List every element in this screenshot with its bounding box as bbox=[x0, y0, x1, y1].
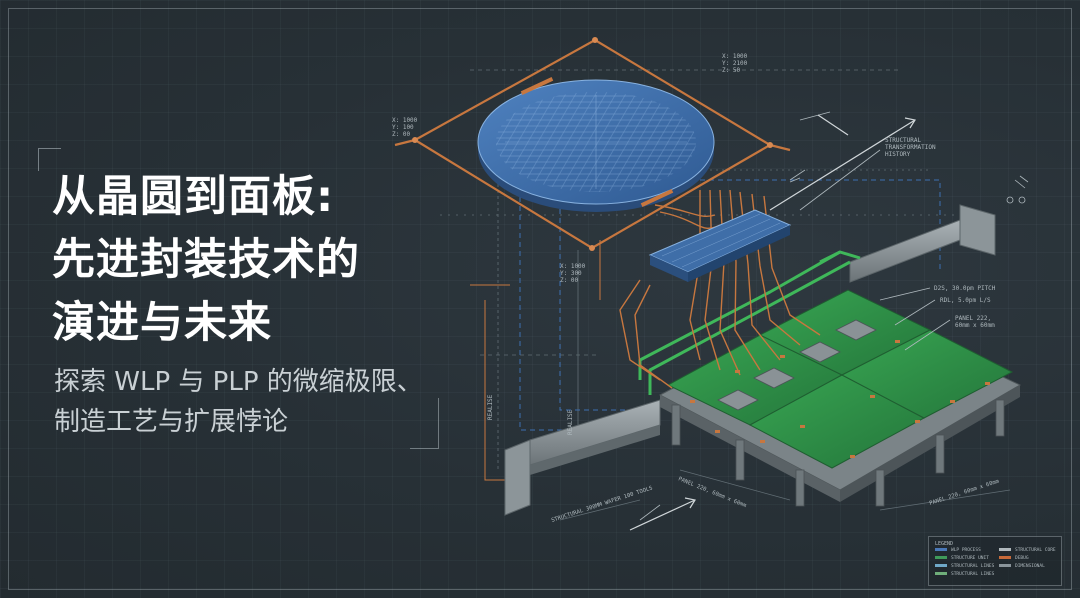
svg-text:Z: 00: Z: 00 bbox=[392, 131, 410, 138]
pitch-notes: D2S, 30.0pm PITCH RDL, 5.0pm L/S PANEL 2… bbox=[934, 285, 996, 329]
svg-text:X: 1000: X: 1000 bbox=[560, 263, 586, 270]
subtitle-line-2: 制造工艺与扩展悖论 bbox=[54, 407, 289, 437]
legend-swatch bbox=[935, 548, 947, 551]
vertical-notes: REALISE REALISE bbox=[487, 394, 574, 435]
marker-glyphs bbox=[789, 175, 1029, 204]
legend-swatch bbox=[999, 548, 1011, 551]
bottom-notes: STRUCTURAL 300MM WAFER 100 TOOLS PANEL 2… bbox=[551, 476, 1001, 524]
svg-text:REALISE: REALISE bbox=[567, 409, 574, 435]
legend-swatch bbox=[935, 572, 947, 575]
svg-text:Z: 00: Z: 00 bbox=[560, 277, 578, 284]
subtitle-line-1: 探索 WLP 与 PLP 的微缩极限、 bbox=[54, 367, 423, 397]
legend-label: WLP PROCESS bbox=[951, 547, 981, 553]
svg-text:PANEL 220, 60mm x 60mm: PANEL 220, 60mm x 60mm bbox=[929, 478, 1001, 506]
dies-on-panel bbox=[717, 319, 877, 411]
legend-label: STRUCTURE UNIT bbox=[951, 555, 989, 561]
wafer-frame-joints bbox=[412, 37, 773, 251]
svg-text:Y: 100: Y: 100 bbox=[392, 124, 414, 131]
svg-text:60mm x 60mm: 60mm x 60mm bbox=[955, 322, 995, 329]
svg-text:Z: 50: Z: 50 bbox=[722, 67, 740, 74]
direction-arrows bbox=[629, 114, 916, 531]
svg-text:X: 1000: X: 1000 bbox=[392, 117, 418, 124]
passive-components bbox=[690, 340, 990, 458]
corner-bracket-decoration bbox=[38, 148, 61, 171]
svg-text:PANEL 220, 60mm x 60mm: PANEL 220, 60mm x 60mm bbox=[677, 476, 747, 509]
corner-bracket-decoration-bottom bbox=[410, 398, 439, 449]
title-line-3: 演进与未来 bbox=[52, 298, 272, 348]
svg-text:D2S, 30.0pm PITCH: D2S, 30.0pm PITCH bbox=[934, 285, 996, 292]
legend-label: STRUCTURAL CORE bbox=[1015, 547, 1056, 553]
copper-traces bbox=[619, 189, 821, 389]
legend-swatch bbox=[935, 556, 947, 559]
leader-lines bbox=[639, 111, 951, 521]
svg-text:PANEL 222,: PANEL 222, bbox=[955, 315, 991, 322]
legend-title: LEGEND bbox=[935, 541, 953, 547]
wafer-dims-top: X: 1000 Y: 2100 Z: 50 bbox=[722, 53, 748, 74]
interposer-dims: X: 1000 Y: 300 Z: 00 bbox=[560, 263, 586, 284]
legend-label: STRUCTURAL LINES bbox=[951, 571, 995, 577]
page-title: 从晶圆到面板: 先进封装技术的 演进与未来 bbox=[52, 166, 360, 355]
green-rails bbox=[638, 250, 861, 395]
legend-items: WLP PROCESS STRUCTURE UNIT STRUCTURAL LINE… bbox=[935, 547, 1056, 577]
legend-label: STRUCTURAL LINES bbox=[951, 563, 995, 569]
svg-text:TRANSFORMATION: TRANSFORMATION bbox=[885, 144, 936, 151]
svg-text:Y: 300: Y: 300 bbox=[560, 270, 582, 277]
legend-swatch bbox=[935, 564, 947, 567]
silicon-wafer bbox=[477, 77, 715, 212]
svg-text:X: 1000: X: 1000 bbox=[722, 53, 748, 60]
legend-graphic: LEGEND WLP PROCESS STRUCTURE UNIT STRUCTUR… bbox=[935, 541, 1056, 577]
title-line-1: 从晶圆到面板: bbox=[52, 172, 335, 222]
page-subtitle: 探索 WLP 与 PLP 的微缩极限、 制造工艺与扩展悖论 bbox=[54, 362, 423, 442]
svg-text:REALISE: REALISE bbox=[487, 394, 494, 420]
svg-text:Y: 2100: Y: 2100 bbox=[722, 60, 748, 67]
svg-text:HISTORY: HISTORY bbox=[885, 151, 911, 158]
legend-label: DIMENSIONAL bbox=[1015, 563, 1045, 569]
svg-text:STRUCTURAL: STRUCTURAL bbox=[885, 137, 922, 144]
interposer-substrate bbox=[648, 209, 792, 282]
legend-label: DEBUG bbox=[1015, 555, 1029, 561]
right-rail-bracket bbox=[849, 204, 996, 283]
legend-swatch bbox=[999, 564, 1011, 567]
title-line-2: 先进封装技术的 bbox=[52, 235, 360, 285]
svg-text:RDL, 5.0pm L/S: RDL, 5.0pm L/S bbox=[940, 297, 991, 304]
left-rail-bracket bbox=[504, 399, 661, 516]
svg-text:STRUCTURAL 300MM WAFER 100 TOO: STRUCTURAL 300MM WAFER 100 TOOLS bbox=[551, 485, 654, 523]
legend-swatch bbox=[999, 556, 1011, 559]
legend-box: LEGEND WLP PROCESS STRUCTURE UNIT STRUCTUR… bbox=[928, 536, 1062, 586]
wafer-dims-left: X: 1000 Y: 100 Z: 00 bbox=[392, 117, 418, 138]
structural-note: STRUCTURAL TRANSFORMATION HISTORY bbox=[885, 137, 936, 158]
